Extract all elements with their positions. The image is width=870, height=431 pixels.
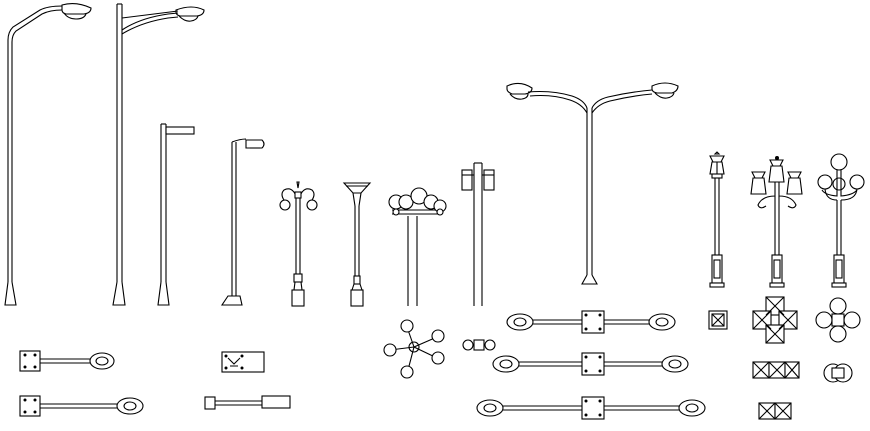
elevation-bracket-streetlight-tall [112, 3, 205, 306]
plan-double-arm-1 [506, 310, 676, 334]
plan-radial-globe-cluster [383, 319, 445, 379]
plan-shoebox-arm [204, 395, 291, 410]
plan-double-arm-3 [476, 396, 706, 420]
elevation-double-arm-streetlight [506, 82, 679, 285]
plan-cross-lantern-cluster [752, 296, 798, 344]
elevation-cone-lantern-lamp [342, 182, 372, 307]
elevation-multi-globe-post [388, 187, 447, 306]
plan-twin-lantern [462, 339, 496, 351]
plan-double-arm-2 [492, 352, 689, 376]
elevation-flat-head-streetlight [220, 138, 265, 306]
elevation-twin-lantern-post [461, 162, 495, 306]
plan-triple-lantern-row [752, 361, 800, 379]
plan-single-arm-bracket-2 [19, 395, 144, 417]
plan-single-arm-bracket-1 [19, 350, 115, 372]
elevation-triple-lantern-post [750, 156, 803, 288]
plan-shoebox-head [221, 351, 265, 373]
elevation-shoebox-streetlight [157, 123, 195, 306]
elevation-cobra-streetlight-tall [4, 2, 92, 306]
elevation-globe-candelabra-post [817, 153, 865, 288]
plan-single-lantern [708, 310, 728, 330]
plan-four-globe-cluster [815, 297, 861, 343]
plan-double-lantern-row [758, 402, 792, 420]
plan-two-globe-pair [823, 363, 853, 383]
elevation-single-lantern-post [709, 151, 725, 288]
elevation-ornamental-twin-arm-lamp [279, 181, 318, 307]
